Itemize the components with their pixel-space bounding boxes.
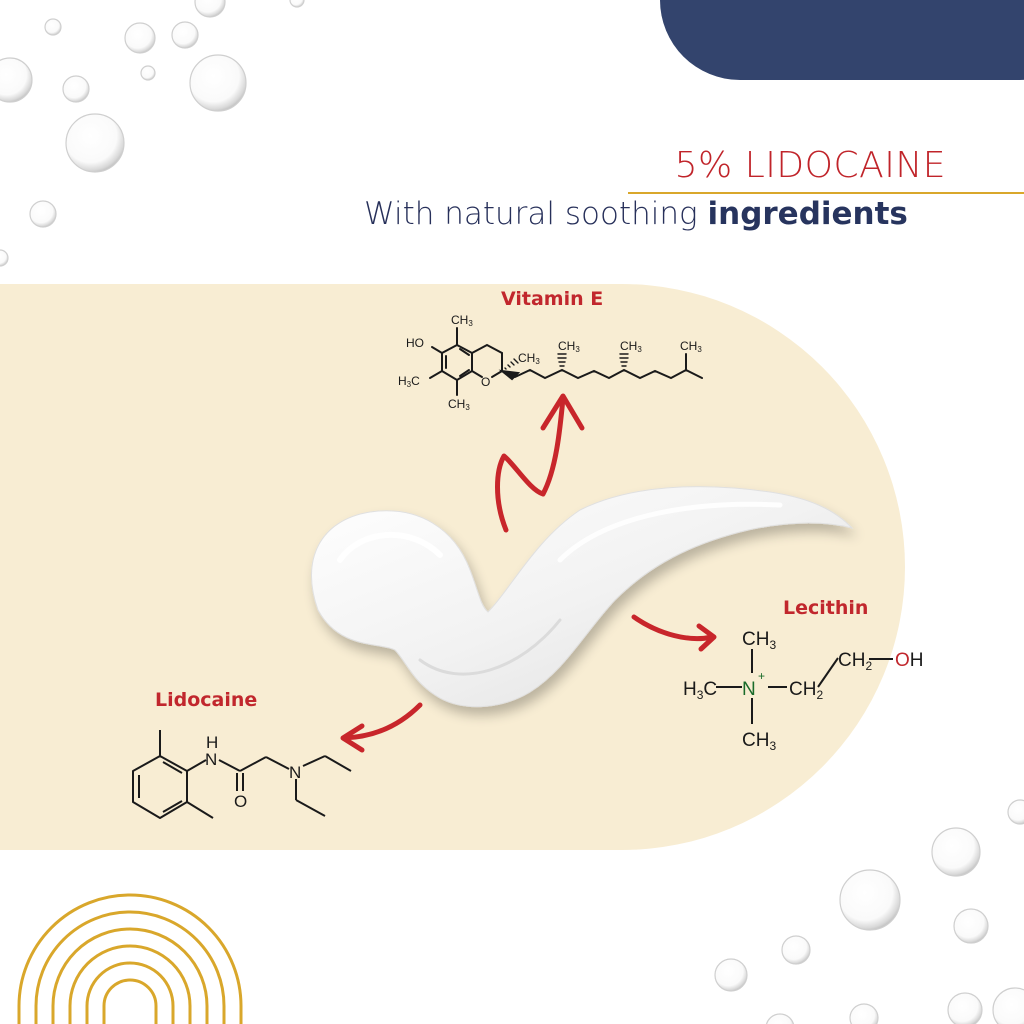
ingredient-label-lidocaine: Lidocaine bbox=[155, 689, 258, 711]
vitamin-e-labels: CH3 HO H3C CH3 O CH3 CH3 CH3 CH3 bbox=[398, 313, 702, 412]
svg-text:N: N bbox=[289, 763, 301, 782]
lidocaine-structure bbox=[132, 730, 352, 819]
svg-text:CH3: CH3 bbox=[742, 730, 776, 753]
navy-corner-tab bbox=[660, 0, 1024, 80]
gold-arches bbox=[17, 893, 243, 1024]
bubbles-top-left bbox=[0, 0, 305, 267]
svg-text:CH3: CH3 bbox=[620, 339, 642, 354]
bubbles-bottom-right bbox=[714, 799, 1024, 1024]
svg-text:CH3: CH3 bbox=[448, 397, 470, 412]
svg-text:N: N bbox=[205, 750, 217, 769]
svg-text:HO: HO bbox=[406, 336, 424, 350]
lecithin-labels: CH3 H3C N + CH2 CH2 OH CH3 bbox=[683, 629, 924, 753]
svg-text:CH3: CH3 bbox=[742, 629, 776, 652]
svg-text:OH: OH bbox=[895, 650, 924, 671]
subheadline-emphasis: ingredients bbox=[707, 196, 908, 232]
svg-text:N: N bbox=[742, 679, 756, 700]
vitamin-e-structure bbox=[429, 327, 703, 396]
ingredient-label-lecithin: Lecithin bbox=[783, 597, 869, 619]
svg-text:CH3: CH3 bbox=[558, 339, 580, 354]
svg-text:O: O bbox=[481, 375, 490, 389]
svg-text:+: + bbox=[758, 669, 765, 683]
svg-text:H3C: H3C bbox=[683, 679, 717, 702]
svg-text:CH2: CH2 bbox=[838, 650, 872, 673]
svg-text:H3C: H3C bbox=[398, 374, 420, 389]
cream-swirl-image bbox=[311, 486, 854, 708]
svg-text:H: H bbox=[206, 733, 218, 752]
gold-divider bbox=[628, 192, 1024, 194]
arrow-to-vitamin-e bbox=[495, 393, 585, 533]
svg-text:CH3: CH3 bbox=[518, 351, 540, 366]
svg-text:CH3: CH3 bbox=[680, 339, 702, 354]
arrow-to-lecithin bbox=[631, 614, 717, 652]
lidocaine-labels: H N O N bbox=[205, 733, 301, 811]
subheadline: With natural soothing ingredients bbox=[364, 196, 908, 232]
svg-text:CH2: CH2 bbox=[789, 679, 823, 702]
ingredient-label-vitamin-e: Vitamin E bbox=[501, 288, 604, 310]
lecithin-structure bbox=[716, 649, 893, 724]
subheadline-prefix: With natural soothing bbox=[364, 196, 708, 232]
svg-text:CH3: CH3 bbox=[451, 313, 473, 328]
svg-text:O: O bbox=[234, 792, 247, 811]
arrow-to-lidocaine bbox=[340, 702, 423, 753]
headline-lidocaine-percent: 5% LIDOCAINE bbox=[674, 145, 946, 186]
